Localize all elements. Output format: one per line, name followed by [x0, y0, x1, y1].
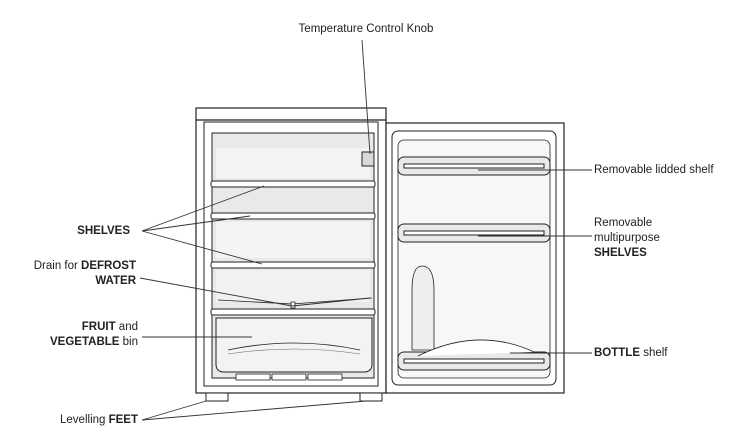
label-levelling-feet: Levelling FEET: [4, 413, 138, 428]
leader-shelves-2: [141, 215, 251, 232]
foot-right: [359, 392, 383, 402]
label-text: shelf: [640, 347, 668, 359]
interior-back: [216, 148, 370, 302]
label-text: Levelling: [60, 414, 109, 426]
label-text-bold: WATER: [95, 275, 136, 287]
label-text: bin: [119, 336, 138, 348]
cabinet-shelf-3: [210, 261, 376, 269]
label-removable-lidded-shelf: Removable lidded shelf: [594, 163, 714, 178]
label-text: Removable: [594, 217, 653, 229]
label-text: Temperature Control Knob: [298, 23, 434, 35]
label-text-bold: BOTTLE: [594, 347, 640, 359]
door-bottle-shelf: [397, 339, 551, 371]
crisper-cover: [210, 308, 376, 316]
bottom-grille: [235, 373, 343, 381]
label-text: and: [115, 321, 138, 333]
label-drain: Drain for DEFROST WATER: [4, 259, 136, 289]
foot-left: [205, 392, 229, 402]
label-shelves: SHELVES: [40, 224, 130, 239]
temperature-knob: [361, 151, 375, 167]
label-bottle-shelf: BOTTLE shelf: [594, 346, 668, 361]
drain: [217, 297, 373, 309]
leader-feet-1: [141, 400, 207, 421]
label-fruit-vegetable-bin: FRUIT and VEGETABLE bin: [4, 320, 138, 350]
label-text-bold: SHELVES: [594, 247, 647, 259]
label-text: SHELVES: [77, 225, 130, 237]
label-text: multipurpose: [594, 232, 660, 244]
cabinet-shelf-2: [210, 212, 376, 220]
leader-drain-1: [139, 277, 293, 307]
label-text-bold: FRUIT: [81, 321, 116, 333]
leader-knob: [361, 39, 371, 155]
label-temperature-control-knob: Temperature Control Knob: [256, 22, 476, 37]
leader-shelves-3: [141, 230, 263, 265]
label-text: Drain for: [33, 260, 82, 272]
feet: [205, 392, 383, 402]
leader-feet-2: [141, 400, 367, 421]
leader-drain-2: [291, 297, 371, 307]
label-text-bold: FEET: [108, 414, 138, 426]
door-multipurpose-shelf: [397, 223, 551, 243]
crisper-bin: [215, 317, 373, 373]
label-text: Removable lidded shelf: [594, 164, 714, 176]
cabinet-shelf-1: [210, 180, 376, 188]
label-text-bold: DEFROST: [81, 260, 136, 272]
door-lidded-shelf: [397, 156, 551, 176]
label-text-bold: VEGETABLE: [50, 336, 120, 348]
leader-lines: [139, 39, 592, 421]
leader-shelves-1: [141, 185, 265, 232]
label-removable-multipurpose-shelves: Removable multipurpose SHELVES: [594, 216, 660, 261]
cabinet-shelves: [210, 180, 376, 316]
